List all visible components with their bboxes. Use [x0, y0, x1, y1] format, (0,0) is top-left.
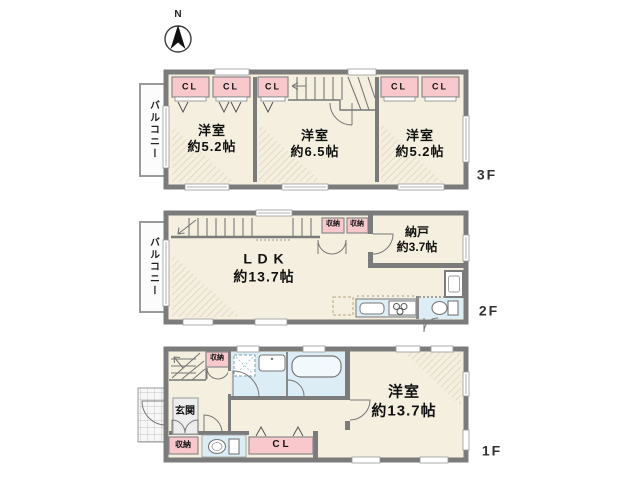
door-arc: [141, 400, 167, 426]
floor-hatch: [172, 254, 240, 317]
storage-label: 収納: [350, 220, 364, 228]
closet-label: CL: [223, 81, 239, 92]
balcony-3f: [139, 83, 168, 177]
sink-icon: [359, 302, 385, 315]
closet-label: CL: [432, 81, 448, 92]
washroom-1f: [231, 352, 286, 398]
balcony-label-2f: バルコニー: [147, 237, 159, 297]
floor-tag-1f: 1F: [481, 442, 503, 459]
door-arc: [329, 102, 353, 126]
storage-label: 収納: [210, 354, 224, 362]
north-label: N: [174, 8, 182, 20]
room-label-3f-center: 洋室 約6.5帖: [290, 127, 340, 159]
balcony-label-3f: バルコニー: [147, 100, 159, 160]
balcony-2f: [139, 221, 168, 313]
door-arc: [423, 317, 439, 333]
double-door-icon: [171, 419, 199, 434]
closet-label: CL: [182, 81, 198, 92]
closets-3f: [171, 76, 460, 102]
toilet-icon: [431, 300, 459, 316]
room-label-nando: 納戸 約3.7帖: [396, 225, 438, 254]
stairs-2f-icon: [171, 218, 320, 241]
toilet-icon: [207, 438, 240, 455]
stairs-3f-icon: [288, 76, 376, 111]
room-label-ldk: L D K 約13.7帖: [233, 250, 295, 285]
room-label-1f: 洋室 約13.7帖: [371, 383, 437, 419]
storage-label: 収納: [326, 220, 340, 228]
compass-icon: [164, 25, 192, 53]
entrance-porch: [137, 387, 167, 443]
windows-2f: [162, 209, 470, 326]
closet-label: CL: [272, 438, 292, 450]
floor-3f-plan: [139, 68, 470, 191]
vanity-sink-icon: [258, 354, 286, 372]
closet-1f-cl: [248, 436, 314, 455]
wall: [253, 77, 257, 182]
floor-hatch: [172, 126, 234, 182]
closets-2f: [321, 217, 369, 234]
door-opening: [368, 234, 373, 252]
door-arc: [232, 370, 260, 398]
walls-1f: [169, 349, 350, 460]
storage-label: 収納: [175, 440, 191, 449]
windows-1f: [236, 345, 470, 464]
bathtub-icon: [291, 355, 342, 378]
floor-hatch: [381, 124, 443, 182]
folding-door-icon: [177, 101, 274, 114]
door-arc: [287, 379, 305, 397]
closet-label: CL: [265, 81, 281, 92]
closet-label: CL: [391, 81, 407, 92]
toilet-room-2f: [416, 296, 463, 333]
bathroom-1f: [287, 352, 345, 397]
windows-3f: [162, 68, 470, 191]
wall: [375, 77, 379, 182]
folding-door-icon: [255, 425, 304, 437]
floor-1f-plan: [137, 345, 470, 464]
refrigerator-icon: [444, 270, 464, 298]
wall: [368, 263, 466, 268]
room-label-3f-left: 洋室 約5.2帖: [187, 122, 237, 154]
floor-2f-plan: [139, 209, 470, 333]
kitchen-counter-icon: [332, 295, 418, 318]
entrance-label: 玄関: [175, 405, 195, 417]
stove-icon: [388, 300, 417, 316]
floor-hatch: [259, 124, 321, 182]
toilet-room-1f: [201, 414, 247, 458]
floor-hatch: [404, 352, 461, 406]
door-arc: [372, 233, 394, 255]
door-arc: [349, 399, 371, 421]
door-arc: [203, 414, 223, 434]
closet-1f-bottom: [168, 436, 199, 455]
floor-tag-2f: 2F: [478, 302, 500, 319]
room-label-3f-right: 洋室 約5.2帖: [395, 127, 445, 159]
double-door-icon: [317, 239, 347, 255]
floor-tag-3f: 3F: [476, 166, 498, 183]
